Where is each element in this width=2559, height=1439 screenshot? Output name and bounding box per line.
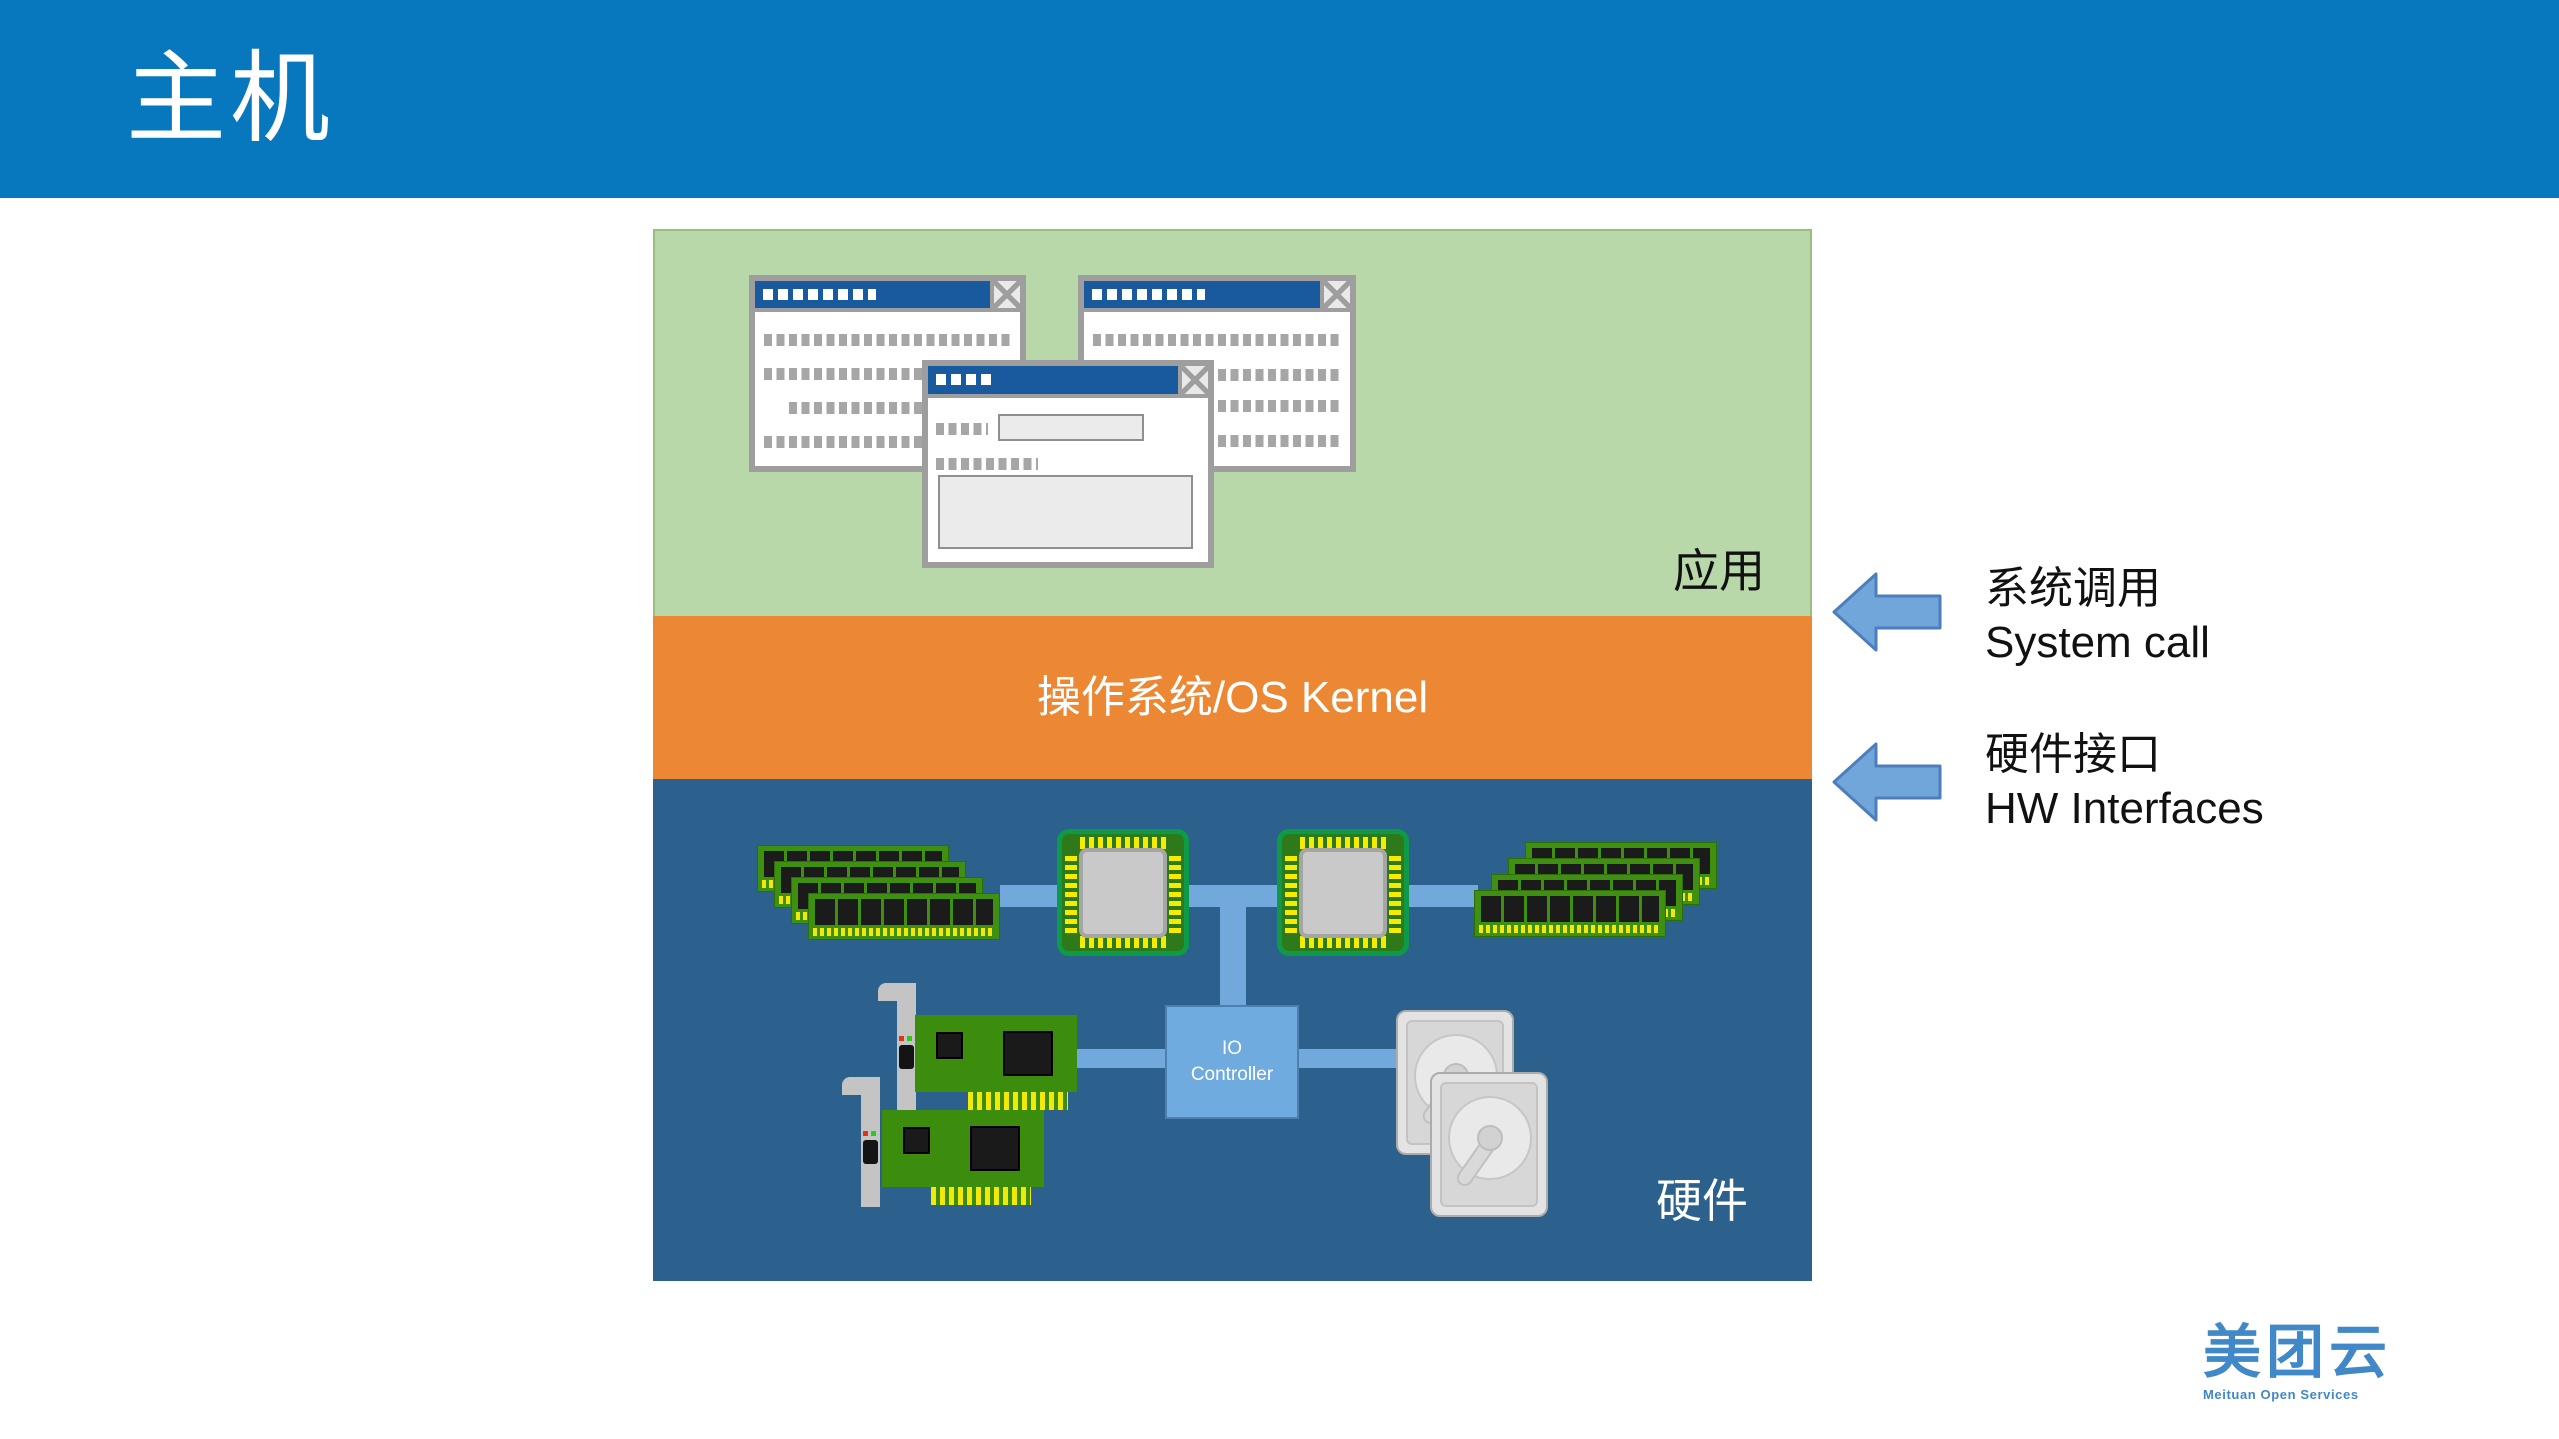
cpu-pins	[1389, 852, 1401, 933]
window-title-placeholder	[1084, 281, 1320, 308]
hw-interface-en: HW Interfaces	[1985, 784, 2264, 833]
window-close-icon	[994, 281, 1020, 308]
window-titlebar	[928, 366, 1208, 394]
window-close-icon	[1182, 366, 1208, 394]
window-title-placeholder	[928, 366, 1178, 394]
cpu-pins	[1285, 852, 1297, 933]
nic-port	[899, 1045, 914, 1069]
logo-title: 美团云	[2203, 1320, 2393, 1385]
nic-led-red	[863, 1131, 868, 1136]
hard-disk-icon	[1430, 1072, 1548, 1217]
bus-line-io-left	[1077, 1049, 1165, 1068]
cpu-die	[1079, 847, 1167, 938]
text-line-placeholder	[764, 334, 1012, 346]
left-arrow-icon	[1832, 572, 1942, 652]
nic-chip	[936, 1032, 963, 1059]
window-body	[928, 398, 1208, 562]
titlebar-text-placeholder	[1092, 289, 1205, 300]
cpu-pins	[1300, 837, 1386, 849]
cpu-pins	[1065, 852, 1077, 933]
input-field-placeholder	[998, 414, 1144, 441]
left-arrow-icon	[1832, 742, 1942, 822]
window-titlebar	[755, 281, 1020, 308]
window-titlebar	[1084, 281, 1350, 308]
os-kernel-layer: 操作系统/OS Kernel	[653, 616, 1812, 779]
application-layer: 应用	[653, 229, 1812, 616]
logo-subtitle: Meituan Open Services	[2203, 1387, 2359, 1402]
hardware-layer-label: 硬件	[1656, 1175, 1748, 1227]
nic-edge-connector	[931, 1187, 1031, 1205]
window-close-icon	[1324, 281, 1350, 308]
ram-module-icon	[1474, 890, 1666, 937]
titlebar-text-placeholder	[936, 374, 994, 385]
nic-led-green	[907, 1036, 912, 1041]
app-window-3	[922, 360, 1214, 568]
titlebar-text-placeholder	[763, 289, 876, 300]
bus-line-vertical	[1220, 896, 1246, 1005]
io-controller-label-line2: Controller	[1190, 1064, 1274, 1085]
nic-pcb	[915, 1015, 1077, 1092]
system-call-annotation: 系统调用 System call	[1985, 562, 2210, 670]
system-call-zh: 系统调用	[1985, 564, 2161, 613]
cpu-pins	[1169, 852, 1181, 933]
cpu-pins	[1080, 837, 1166, 849]
textarea-placeholder	[938, 475, 1193, 549]
network-card-icon	[842, 1077, 1047, 1209]
meituan-cloud-logo: 美团云 Meituan Open Services	[2203, 1320, 2393, 1403]
application-layer-label: 应用	[1673, 545, 1765, 597]
ram-module-icon	[808, 893, 1000, 940]
io-controller: IO Controller	[1165, 1005, 1299, 1119]
host-layer-stack: 应用 操作系统/OS Kernel	[653, 229, 1812, 1281]
nic-led-green	[871, 1131, 876, 1136]
hw-interface-annotation: 硬件接口 HW Interfaces	[1985, 728, 2264, 836]
nic-led-red	[899, 1036, 904, 1041]
field-label-placeholder	[936, 423, 988, 435]
io-controller-label-line1: IO	[1221, 1038, 1243, 1059]
hw-interface-zh: 硬件接口	[1985, 730, 2161, 779]
nic-port	[863, 1140, 878, 1164]
text-line-placeholder	[1093, 334, 1343, 346]
title-banner: 主机	[0, 0, 2559, 198]
cpu-die	[1299, 847, 1387, 938]
disk-spindle	[1477, 1125, 1503, 1151]
nic-chip	[903, 1127, 930, 1154]
cpu-pins	[1300, 936, 1386, 948]
field-label-placeholder	[936, 458, 1038, 470]
page-title: 主机	[126, 43, 334, 155]
cpu-chip-icon	[1057, 829, 1189, 956]
nic-edge-connector	[968, 1092, 1068, 1110]
nic-pcb	[882, 1110, 1044, 1187]
hardware-layer: IO Controller	[653, 779, 1812, 1281]
os-kernel-label: 操作系统/OS Kernel	[1036, 673, 1429, 722]
cpu-chip-icon	[1277, 829, 1409, 956]
nic-chip	[970, 1126, 1020, 1171]
nic-chip	[1003, 1031, 1053, 1076]
network-card-icon	[878, 983, 1078, 1113]
system-call-en: System call	[1985, 618, 2210, 667]
window-title-placeholder	[755, 281, 990, 308]
cpu-pins	[1080, 936, 1166, 948]
